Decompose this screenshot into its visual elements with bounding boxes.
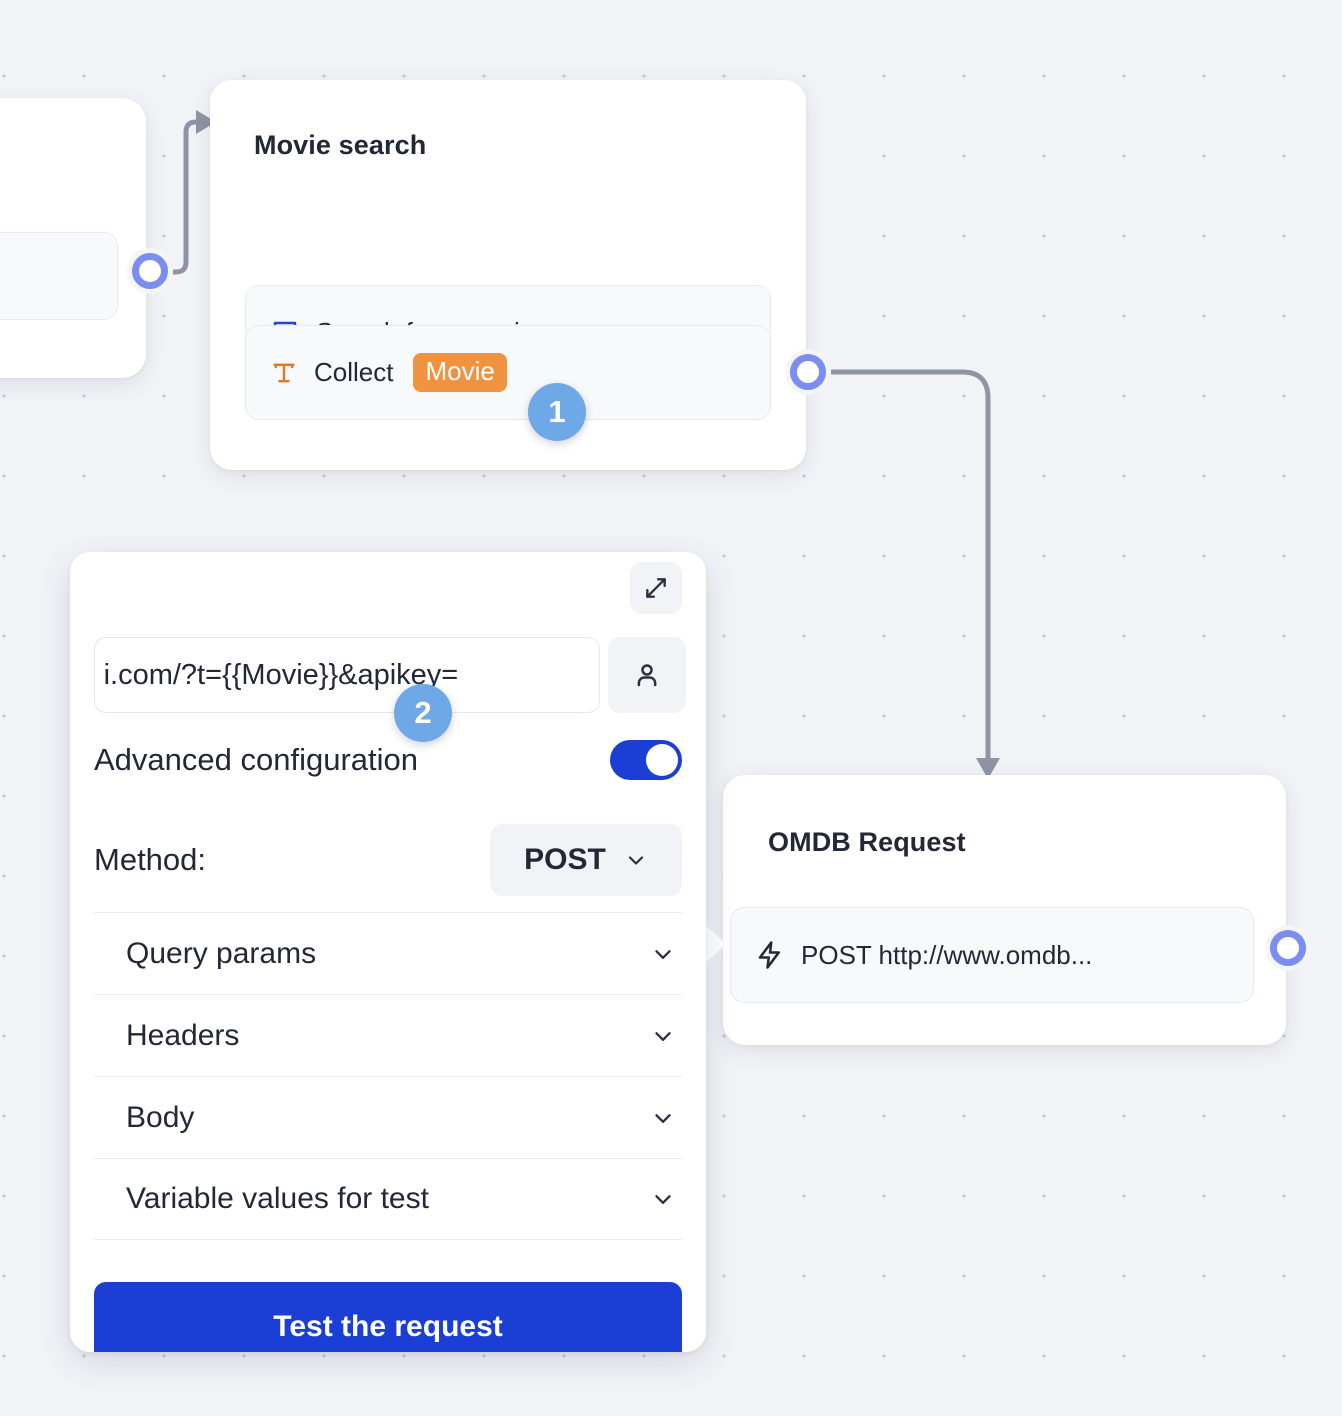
canvas-node-movie-search[interactable]: Movie search Search for a movie Collect …: [210, 80, 806, 470]
connector-port-omdb-request[interactable]: [1265, 925, 1311, 971]
variable-chip-movie[interactable]: Movie: [413, 353, 507, 392]
connector-port-movie-search[interactable]: [785, 349, 831, 395]
text-field-icon: [270, 359, 298, 387]
node-row-label: POST http://www.omdb...: [801, 939, 1093, 970]
omdb-request-title: OMDB Request: [768, 827, 966, 857]
method-label: Method:: [94, 842, 207, 877]
section-label: Headers: [126, 1018, 240, 1052]
advanced-configuration-label: Advanced configuration: [94, 742, 419, 777]
advanced-configuration-toggle[interactable]: [610, 740, 682, 780]
chevron-down-icon: [650, 1023, 676, 1049]
chevron-down-icon: [650, 941, 676, 967]
edge-movie-to-omdb: [825, 369, 991, 761]
advanced-configuration-row: Advanced configuration: [94, 740, 682, 780]
section-variable-values-for-test[interactable]: Variable values for test: [94, 1158, 682, 1240]
node-row-collect-movie[interactable]: Collect Movie: [245, 325, 771, 420]
section-label: Body: [126, 1100, 195, 1134]
section-headers[interactable]: Headers: [94, 994, 682, 1076]
section-query-params[interactable]: Query params: [94, 912, 682, 994]
method-value: POST: [524, 843, 606, 876]
request-config-panel: Advanced configuration Method: POST Quer…: [70, 552, 706, 1352]
step-badge-2: 2: [394, 684, 452, 742]
edge-arrowhead-movie: [196, 110, 216, 134]
method-row: Method: POST: [94, 824, 682, 896]
person-icon[interactable]: [608, 637, 686, 713]
chevron-down-icon: [624, 848, 648, 872]
method-select[interactable]: POST: [490, 824, 682, 896]
section-label: Variable values for test: [126, 1182, 429, 1215]
canvas-node-offscreen-left[interactable]: [0, 98, 146, 378]
section-label: Query params: [126, 936, 317, 970]
edge-left-to-movie: [170, 119, 201, 275]
canvas-node-omdb-request[interactable]: OMDB Request POST http://www.omdb...: [723, 775, 1286, 1045]
edge-arrowhead-omdb: [976, 758, 1000, 779]
chevron-down-icon: [650, 1186, 676, 1212]
connector-port-left-node[interactable]: [127, 248, 173, 294]
step-badge-1: 1: [528, 383, 586, 441]
node-row-omdb-post[interactable]: POST http://www.omdb...: [730, 907, 1254, 1003]
movie-search-title: Movie search: [254, 130, 427, 160]
test-the-request-button[interactable]: Test the request: [94, 1282, 682, 1352]
section-body[interactable]: Body: [94, 1076, 682, 1158]
chevron-down-icon: [650, 1105, 676, 1131]
request-url-input[interactable]: [94, 637, 600, 713]
node-row-label: Collect: [314, 357, 394, 387]
expand-diagonal-icon[interactable]: [630, 562, 682, 614]
node-row-offscreen[interactable]: [0, 232, 118, 320]
config-sections: Query params Headers Body Variable value…: [94, 912, 682, 1240]
url-row: [94, 637, 686, 713]
lightning-bolt-icon: [755, 940, 785, 970]
